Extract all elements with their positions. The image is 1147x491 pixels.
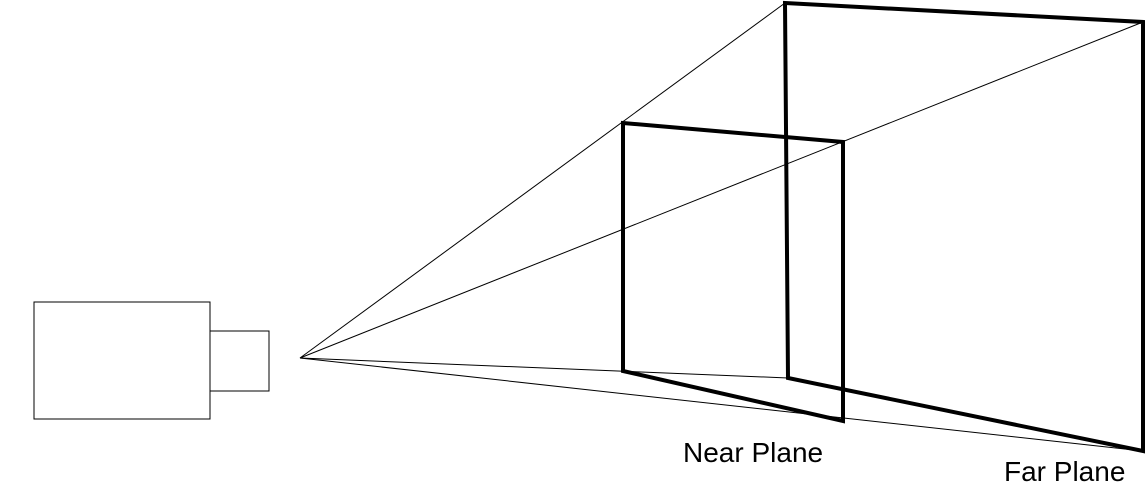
camera-lens bbox=[209, 330, 270, 392]
frustum-edges bbox=[299, 2, 1144, 452]
frustum-edge-bottom-right bbox=[299, 357, 1144, 452]
camera-body bbox=[33, 301, 211, 420]
camera bbox=[33, 301, 270, 420]
far-plane-label: Far Plane bbox=[1004, 456, 1125, 487]
frustum-edge-bottom-left bbox=[299, 357, 789, 379]
near-plane-label: Near Plane bbox=[683, 437, 823, 468]
near-plane bbox=[621, 120, 845, 424]
far-plane bbox=[782, 0, 1145, 454]
frustum-edge-top-left bbox=[299, 2, 786, 359]
frustum-edge-top-right bbox=[299, 21, 1144, 359]
